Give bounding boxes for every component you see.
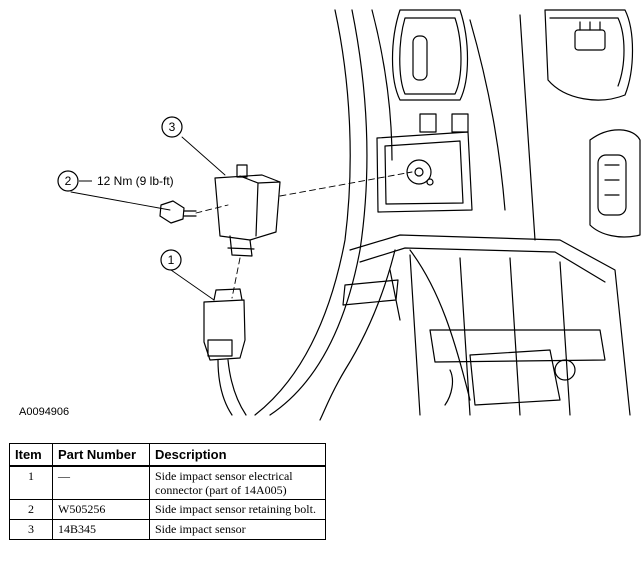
callout-3: 3 — [161, 116, 183, 138]
cell-description: Side impact sensor — [149, 519, 326, 540]
wiring-harness — [319, 249, 471, 421]
cell-part-number: 14B345 — [52, 519, 150, 540]
table-header-row: Item Part Number Description — [9, 443, 326, 467]
cell-item: 3 — [9, 519, 53, 540]
right-side-connector — [589, 129, 641, 238]
figure-id: A0094906 — [19, 406, 69, 418]
alignment-lines — [195, 171, 413, 299]
table-row: 2 W505256 Side impact sensor retaining b… — [9, 499, 326, 520]
cell-item: 2 — [9, 499, 53, 520]
torque-spec: 12 Nm (9 lb-ft) — [97, 174, 174, 188]
cell-part-number: — — [52, 465, 150, 500]
callout-1: 1 — [160, 249, 182, 271]
cell-description: Side impact sensor retaining bolt. — [149, 499, 326, 520]
callout-3-number: 3 — [169, 120, 176, 134]
side-impact-sensor — [214, 164, 281, 257]
callout-2: 2 12 Nm (9 lb-ft) — [57, 170, 174, 192]
callout-1-number: 1 — [168, 253, 175, 267]
parts-table: Item Part Number Description 1 — Side im… — [9, 443, 326, 540]
callout-2-number: 2 — [65, 174, 72, 188]
retaining-bolt — [159, 200, 197, 224]
cell-description: Side impact sensor electrical connector … — [149, 465, 326, 500]
body-panel — [254, 9, 536, 416]
sensor-electrical-connector — [203, 288, 247, 416]
lower-bracket — [349, 234, 631, 416]
cell-part-number: W505256 — [52, 499, 150, 520]
cell-item: 1 — [9, 465, 53, 500]
header-item: Item — [9, 443, 53, 467]
side-impact-sensor-illustration: 3 2 12 Nm (9 lb-ft) 1 A0094906 — [19, 9, 641, 421]
header-description: Description — [149, 443, 326, 467]
table-row: 3 14B345 Side impact sensor — [9, 519, 326, 540]
leader-lines — [70, 136, 226, 301]
table-row: 1 — Side impact sensor electrical connec… — [9, 465, 326, 500]
upper-right-connector — [544, 9, 634, 101]
header-part-number: Part Number — [52, 443, 150, 467]
